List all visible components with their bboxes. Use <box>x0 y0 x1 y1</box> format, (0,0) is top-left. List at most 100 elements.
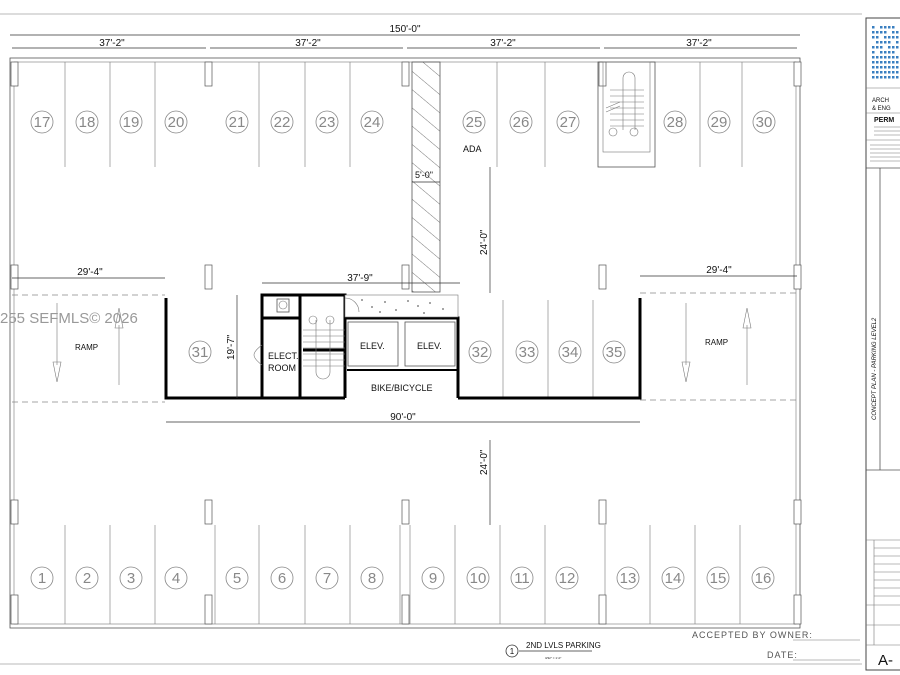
parking-stall: 2 <box>75 566 99 590</box>
logo-dot <box>876 41 879 44</box>
stall-number: 9 <box>429 570 437 587</box>
stall-number: 26 <box>513 114 530 131</box>
logo-dot <box>892 66 895 69</box>
stall-number: 12 <box>559 570 576 587</box>
column <box>793 594 802 625</box>
ramp-label: RAMP <box>75 343 98 352</box>
logo-dot <box>884 71 887 74</box>
logo-dot <box>884 51 887 54</box>
logo-dot <box>872 46 875 49</box>
column <box>10 264 19 290</box>
parking-stall: 33 <box>515 340 539 364</box>
logo-dot <box>880 41 883 44</box>
stall-number-circle <box>751 566 775 590</box>
parking-stall: 19 <box>119 110 143 134</box>
dimensions: 150'-0" 37'-2" 37'-2" 37'-2" 37'-2" 29'-… <box>10 24 800 525</box>
stall-number: 8 <box>368 570 376 587</box>
stall-number-circle <box>119 110 143 134</box>
stall-number-circle <box>661 566 685 590</box>
column <box>10 499 19 525</box>
stall-number: 17 <box>34 114 51 131</box>
logo-dot <box>896 36 899 39</box>
firm-name-2: & ENG <box>872 106 891 112</box>
columns <box>10 61 802 625</box>
logo-dot <box>872 31 875 34</box>
ramp-label: RAMP <box>705 338 728 347</box>
parking-stall: 22 <box>270 110 294 134</box>
stall-number: 33 <box>519 344 536 361</box>
stall-number: 14 <box>665 570 682 587</box>
column <box>793 61 802 87</box>
stall-number-circle <box>225 110 249 134</box>
stall-number-circle <box>466 566 490 590</box>
stall-number-circle <box>119 566 143 590</box>
logo-dot <box>888 41 891 44</box>
logo-dot <box>896 31 899 34</box>
stall-number: 30 <box>756 114 773 131</box>
parking-stall: 29 <box>707 110 731 134</box>
stall-number-circle <box>510 566 534 590</box>
stall-number-circle <box>270 110 294 134</box>
stall-number-circle <box>468 340 492 364</box>
column <box>204 61 213 87</box>
logo-dot <box>876 46 879 49</box>
walkway-dimension: 5'-0" <box>415 170 433 180</box>
parking-stall: 11 <box>510 566 534 590</box>
watermark: 255 SEFMLS© 2026 <box>0 310 138 327</box>
firm-logo <box>872 26 899 79</box>
elevator-1: ELEV. <box>360 341 385 351</box>
logo-dot <box>896 71 899 74</box>
logo-dot <box>880 61 883 64</box>
parking-stall: 23 <box>315 110 339 134</box>
accepted-by-owner-label: ACCEPTED BY OWNER: <box>692 630 813 640</box>
title-block: ARCH & ENG PERM CONCEPT PLAN - PARKING L… <box>865 17 900 671</box>
column <box>598 499 607 525</box>
stall-number-circle <box>75 110 99 134</box>
stall-number-circle <box>315 566 339 590</box>
stall-number: 7 <box>323 570 331 587</box>
stall-number: 21 <box>229 114 246 131</box>
stall-number-circle <box>225 566 249 590</box>
elevator-2: ELEV. <box>417 341 442 351</box>
pedestrian-walkway <box>411 61 441 293</box>
parking-stall: 12 <box>555 566 579 590</box>
bay-dimension: 37'-2" <box>686 38 712 49</box>
firm-name: ARCH <box>872 98 889 104</box>
logo-dot <box>896 61 899 64</box>
logo-dot <box>880 51 883 54</box>
column <box>793 264 802 290</box>
logo-dot <box>880 46 883 49</box>
stall-number: 4 <box>172 570 180 587</box>
column <box>401 594 410 625</box>
bike-storage-label: BIKE/BICYCLE <box>371 383 433 393</box>
stall-number: 20 <box>168 114 185 131</box>
stall-number-circle <box>270 566 294 590</box>
stall-number-circle <box>360 110 384 134</box>
column <box>598 594 607 625</box>
stall-number: 13 <box>620 570 637 587</box>
stall-number-circle <box>315 110 339 134</box>
column <box>598 61 607 87</box>
aisle-dimension: 24'-0" <box>479 449 490 475</box>
logo-dot <box>872 76 875 79</box>
logo-dot <box>884 61 887 64</box>
logo-dot <box>884 31 887 34</box>
logo-dot <box>876 66 879 69</box>
stall-number: 24 <box>364 114 381 131</box>
logo-dot <box>876 61 879 64</box>
logo-dot <box>884 56 887 59</box>
stall-number-circle <box>706 566 730 590</box>
stall-number-circle <box>707 110 731 134</box>
wall-dimension: 90'-0" <box>390 412 416 423</box>
stall-number: 35 <box>606 344 623 361</box>
logo-dot <box>896 76 899 79</box>
logo-dot <box>880 66 883 69</box>
parking-stall: 16 <box>751 566 775 590</box>
stall-number-circle <box>558 340 582 364</box>
parking-stall: 28 <box>663 110 687 134</box>
date-label: DATE: <box>767 650 798 660</box>
detail-tag: 1 2ND LVLS PARKING 3/32" = 1'-0" <box>505 641 601 660</box>
stall-number-circle <box>188 340 212 364</box>
logo-dot <box>872 66 875 69</box>
column <box>204 594 213 625</box>
